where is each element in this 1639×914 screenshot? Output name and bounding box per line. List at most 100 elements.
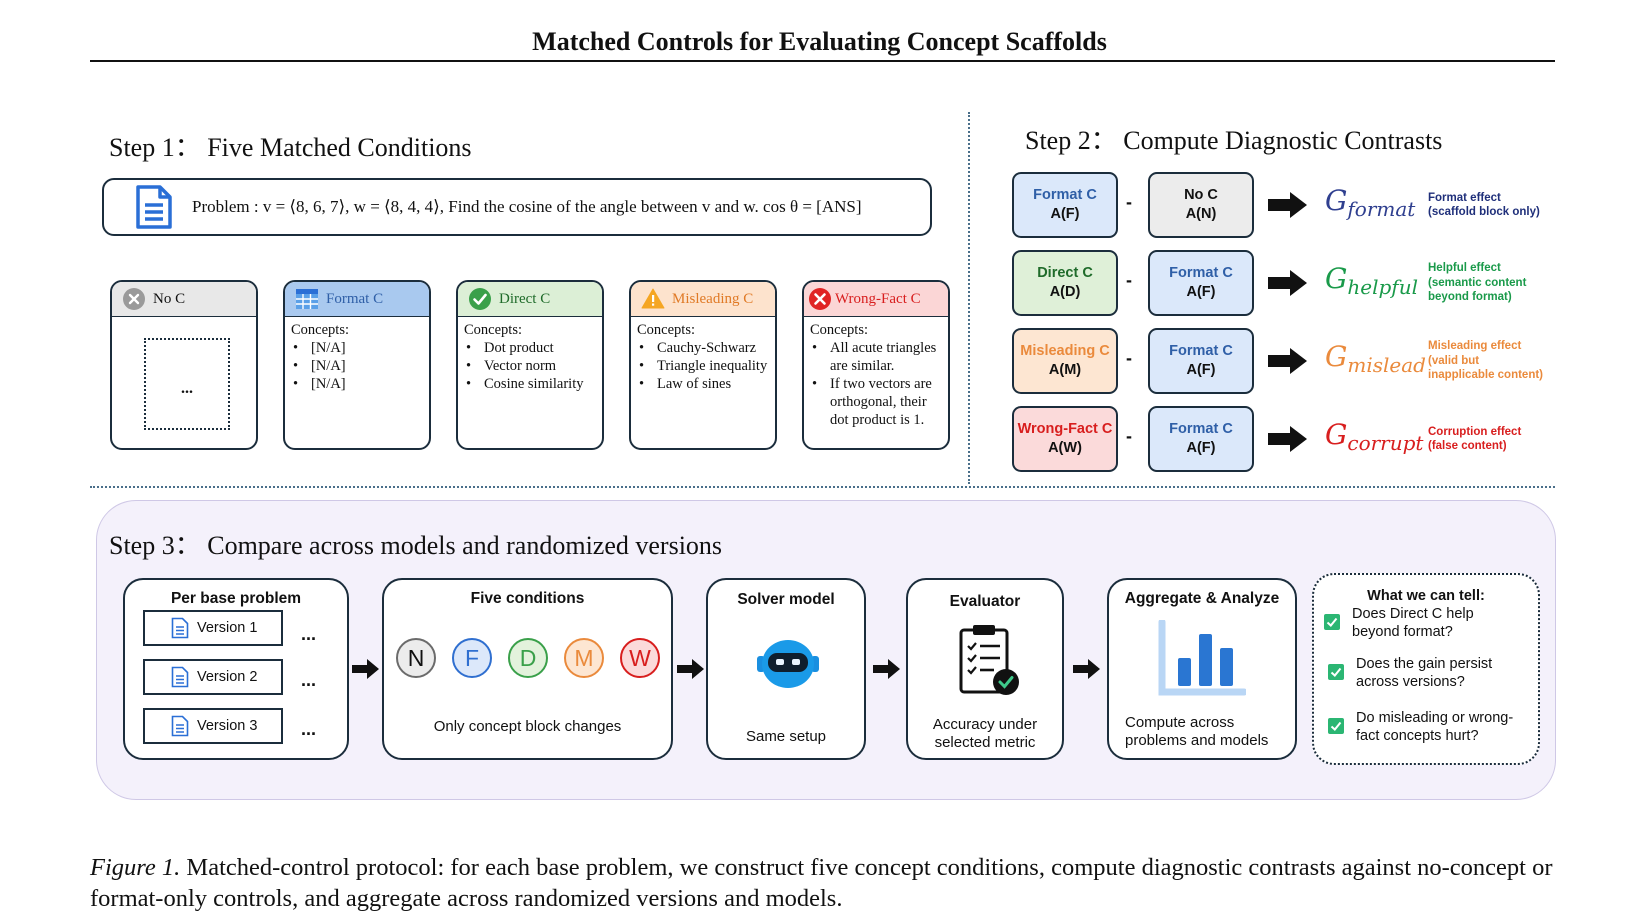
condition-circle: F — [452, 638, 492, 678]
right-arrow-icon — [873, 659, 900, 679]
symbol-subscript: mislead — [1347, 353, 1426, 377]
condition-card-wrong-fact-c: Wrong-Fact C Concepts: All acute triangl… — [802, 280, 950, 450]
solver-model-box: Solver model Same setup — [706, 578, 866, 760]
symbol-subscript: corrupt — [1347, 431, 1424, 455]
evaluator-note-line: selected metric — [934, 734, 1036, 751]
condition-header: Direct C — [458, 282, 602, 317]
concept-item: If two vectors are orthogonal, their dot… — [810, 375, 942, 429]
concepts-list: Concepts: All acute triangles are simila… — [804, 317, 948, 433]
concept-item: Vector norm — [464, 357, 596, 375]
effect-description: Format effect(scaffold block only) — [1428, 191, 1540, 220]
effect-line: inapplicable content) — [1428, 369, 1544, 382]
condition-name: Format C — [326, 290, 384, 307]
right-arrow-icon — [1268, 270, 1307, 296]
right-arrow-icon — [1073, 659, 1100, 679]
effect-line: (false content) — [1428, 440, 1507, 452]
concept-item: Dot product — [464, 339, 596, 357]
symbol-base: G — [1325, 340, 1348, 373]
effect-line: Corruption effect — [1428, 425, 1522, 438]
evaluator-box: Evaluator Accuracy under selected metric — [906, 578, 1064, 760]
caption-text: Matched-control protocol: for each base … — [90, 854, 1553, 912]
condition-circle: N — [396, 638, 436, 678]
box-value: A(D) — [1049, 284, 1081, 300]
concepts-label: Concepts: — [810, 322, 868, 338]
condition-circle: W — [620, 638, 660, 678]
effect-description: Corruption effect (false content) — [1428, 425, 1521, 454]
solver-note: Same setup — [745, 728, 827, 745]
checkbox-checked-icon — [1328, 664, 1344, 680]
symbol-subscript: format — [1347, 197, 1416, 221]
figure-label: Figure 1. — [90, 854, 181, 881]
bar-chart-icon — [1158, 620, 1246, 696]
right-arrow-icon — [352, 659, 379, 679]
concepts-label: Concepts: — [637, 322, 695, 338]
concepts-label: Concepts: — [464, 322, 522, 338]
robot-icon — [757, 640, 819, 688]
question-item: Does Direct C help beyond format? — [1324, 605, 1532, 641]
minus-sign: - — [1126, 270, 1132, 290]
concepts-label: Concepts: — [291, 322, 349, 338]
version-box: Version 2 — [143, 659, 283, 695]
more-dots: ... — [301, 719, 317, 739]
what-we-can-tell-box: What we can tell: Does Direct C help bey… — [1312, 573, 1540, 765]
concept-item: Law of sines — [637, 375, 769, 393]
box-value: A(F) — [1186, 440, 1216, 456]
red-x-icon — [809, 288, 831, 310]
box-value: A(F) — [1050, 206, 1080, 222]
concepts-list: Concepts: [N/A] [N/A] [N/A] — [285, 317, 429, 397]
question-line: fact concepts hurt? — [1356, 728, 1479, 744]
version-box: Version 3 — [143, 708, 283, 744]
document-icon — [171, 617, 189, 639]
symbol-subscript: helpful — [1347, 275, 1418, 299]
vertical-separator — [968, 112, 970, 484]
per-base-problem-box: Per base problem Version 1 ... Version 2… — [123, 578, 349, 760]
version-label: Version 1 — [197, 620, 258, 636]
aggregate-title: Aggregate & Analyze — [1124, 590, 1280, 607]
box-value: A(W) — [1048, 440, 1082, 456]
concept-item: Cauchy-Schwarz — [637, 339, 769, 357]
symbol-base: G — [1325, 262, 1348, 295]
question-line: Do misleading or wrong- — [1356, 710, 1514, 726]
condition-name: Wrong-Fact C — [835, 290, 921, 307]
aggregate-note-line: problems and models — [1125, 732, 1269, 749]
condition-name: Misleading C — [672, 290, 754, 307]
contrast-symbol: Gformat — [1325, 184, 1415, 221]
five-conditions-title: Five conditions — [470, 590, 585, 607]
document-icon — [136, 185, 172, 229]
condition-card-no-c: No C ... — [110, 280, 258, 450]
checkbox-checked-icon — [1328, 718, 1344, 734]
aggregate-analyze-box: Aggregate & Analyze Compute across probl… — [1107, 578, 1297, 760]
gray-x-icon — [123, 288, 145, 310]
minus-sign: - — [1126, 192, 1132, 212]
table-icon — [296, 289, 318, 309]
concept-item: [N/A] — [291, 375, 423, 393]
condition-card-format-c: Format C Concepts: [N/A] [N/A] [N/A] — [283, 280, 431, 450]
concept-item: [N/A] — [291, 339, 423, 357]
box-label: Wrong-Fact C — [1017, 421, 1113, 437]
concept-item: Cosine similarity — [464, 375, 596, 393]
condition-name: No C — [153, 290, 186, 307]
box-value: A(F) — [1186, 362, 1216, 378]
concept-item: All acute triangles are similar. — [810, 339, 942, 375]
condition-header: Misleading C — [631, 282, 775, 317]
evaluator-title: Evaluator — [949, 593, 1021, 610]
condition-circle: D — [508, 638, 548, 678]
box-label: Misleading C — [1020, 343, 1110, 359]
symbol-base: G — [1325, 418, 1348, 451]
aggregate-note: Compute across problems and models — [1125, 714, 1295, 750]
version-label: Version 3 — [197, 718, 258, 734]
checkbox-checked-icon — [1324, 614, 1340, 630]
effect-line: Helpful effect — [1428, 262, 1501, 275]
horizontal-separator — [90, 486, 1555, 488]
question-item: Do misleading or wrong- fact concepts hu… — [1328, 709, 1532, 745]
question-line: across versions? — [1356, 674, 1465, 690]
question-item: Does the gain persist across versions? — [1328, 655, 1532, 691]
title-rule — [90, 60, 1555, 62]
concepts-list: Concepts: Cauchy-Schwarz Triangle inequa… — [631, 317, 775, 397]
effect-line: (scaffold block only) — [1428, 206, 1540, 218]
